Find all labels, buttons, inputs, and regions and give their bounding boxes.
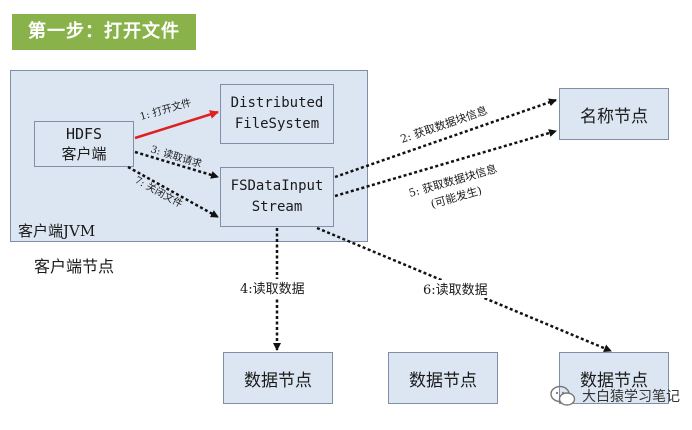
wechat-icon [550,385,576,406]
edge-label-2: 2: 获取数据块信息 [398,103,489,146]
edge-label-4-bg [236,279,318,297]
edge-label-6: 6:读取数据 [423,283,488,298]
edge-label-6-bg [420,280,500,298]
fsdis-line2: Stream [251,199,303,215]
namenode-box: 名称节点 [559,88,669,140]
edge-read-data-2 [316,226,612,353]
datanode-label-3: 数据节点 [580,370,648,391]
edge-label-7: 7: 关闭文件 [133,173,186,210]
client-jvm-label: 客户端JVM [18,222,96,240]
namenode-label: 名称节点 [580,106,648,127]
datanode-label-2: 数据节点 [409,370,477,391]
datanode-box-2: 数据节点 [388,352,498,404]
watermark: 大白猿学习笔记 [550,385,680,407]
hdfs-client-line2: 客户端 [61,145,107,163]
fsdatainputstream-box: FSDataInput Stream [220,167,334,227]
hdfs-client-box: HDFS 客户端 [34,121,134,167]
distributed-filesystem-box: Distributed FileSystem [220,84,334,144]
edge-get-block-info [334,98,557,179]
edge-close-file [127,165,219,219]
hdfs-client-line1: HDFS [65,125,103,143]
client-node-label: 客户端节点 [34,257,115,276]
datanode-label-1: 数据节点 [244,370,312,391]
datanode-box-3: 数据节点 [559,352,669,404]
edge-label-4: 4:读取数据 [240,282,305,297]
dfs-line2: FileSystem [234,116,320,132]
edge-label-1: 1: 打开文件 [138,96,192,123]
edge-label-3: 3: 读取请求 [149,142,203,170]
edge-open-file [134,110,219,140]
dfs-line1: Distributed [230,95,324,111]
datanode-box-1: 数据节点 [223,352,333,404]
page-title: 第一步：打开文件 [12,14,196,50]
edge-read-request [134,150,219,179]
watermark-text: 大白猿学习笔记 [582,389,680,405]
fsdis-line1: FSDataInput [230,178,324,194]
